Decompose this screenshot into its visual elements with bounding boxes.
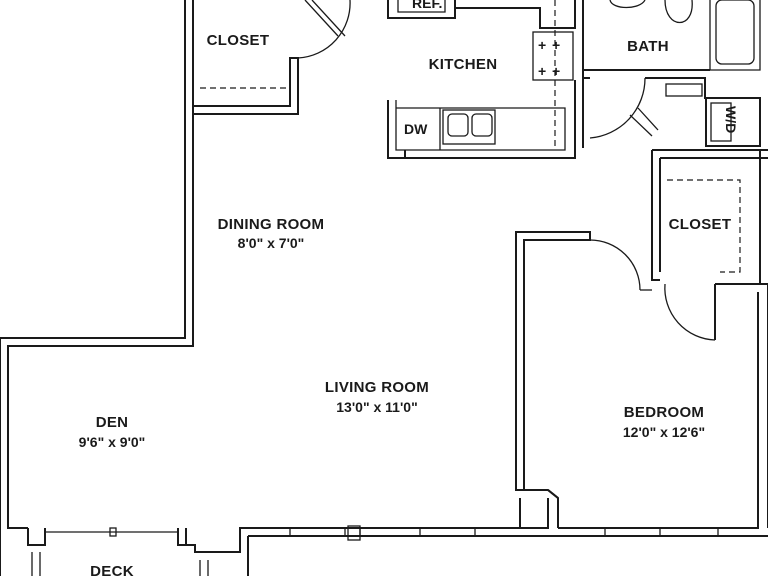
bath-label: BATH: [627, 38, 669, 55]
refrigerator-label: REF.: [412, 0, 442, 11]
bedroom-dims: 12'0" x 12'6": [623, 424, 705, 440]
svg-text:+: +: [552, 63, 560, 79]
deck-label: DECK: [90, 563, 134, 576]
kitchen-label: KITCHEN: [429, 56, 498, 73]
dining-room-label: DINING ROOM: [218, 216, 325, 233]
closet-right-label: CLOSET: [669, 216, 732, 233]
den-dims: 9'6" x 9'0": [79, 434, 146, 450]
dishwasher-label: DW: [404, 121, 428, 137]
living-room-label: LIVING ROOM: [325, 379, 429, 396]
closet-top-label: CLOSET: [207, 32, 270, 49]
dining-room-dims: 8'0" x 7'0": [238, 235, 305, 251]
doors: [297, 0, 716, 341]
stove-burners: + + + +: [538, 37, 560, 79]
svg-text:+: +: [552, 37, 560, 53]
bedroom-label: BEDROOM: [624, 404, 704, 421]
svg-text:+: +: [538, 63, 546, 79]
svg-text:+: +: [538, 37, 546, 53]
washer-dryer-label: W/D: [723, 106, 739, 133]
living-room-dims: 13'0" x 11'0": [336, 399, 417, 415]
den-label: DEN: [96, 414, 129, 431]
